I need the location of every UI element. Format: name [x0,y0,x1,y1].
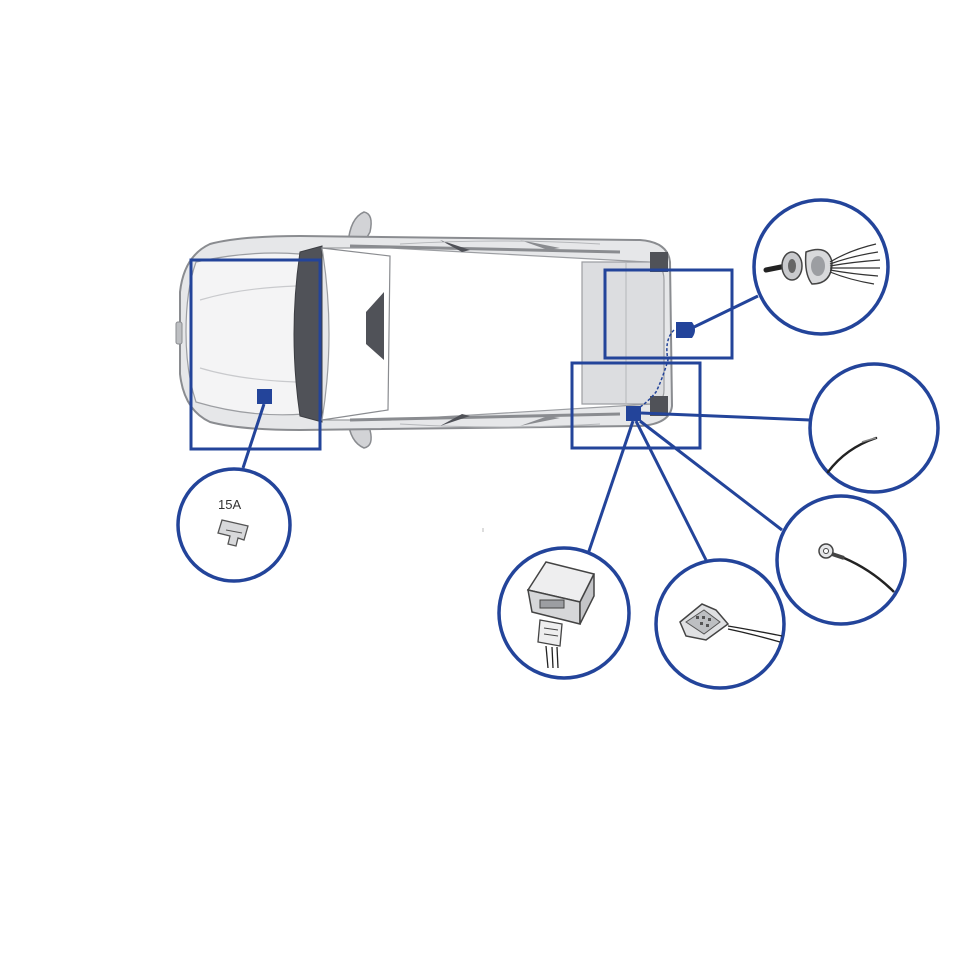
fuse-icon: 15A [217,497,249,547]
windshield [293,245,323,423]
roof-rail-top [349,244,621,254]
tailgate [581,261,665,405]
wire-end-callout [808,362,940,494]
rear-connection-marker [626,406,641,421]
car-top-view [175,211,675,449]
ring-terminal-callout [775,494,907,626]
vehicle-connector-icon [679,603,783,643]
tow-socket-plug-icon [763,243,881,285]
harness-route [635,329,675,411]
leader-lines [241,294,811,561]
roof [321,247,653,421]
fuse-rating-label: 15A [218,497,241,512]
highlight-boxes [189,258,734,451]
wire-end-icon [826,436,878,474]
fuse-marker [257,389,272,404]
tow-socket-marker [676,322,695,338]
fuse-box-highlight [189,258,322,451]
rear-connection-highlight [570,361,702,450]
hood [185,252,305,416]
tow-socket-highlight [603,268,734,360]
electric-module-connector-icon [526,561,596,669]
ring-terminal-icon [818,543,895,593]
roof-rail-bottom [349,412,621,422]
